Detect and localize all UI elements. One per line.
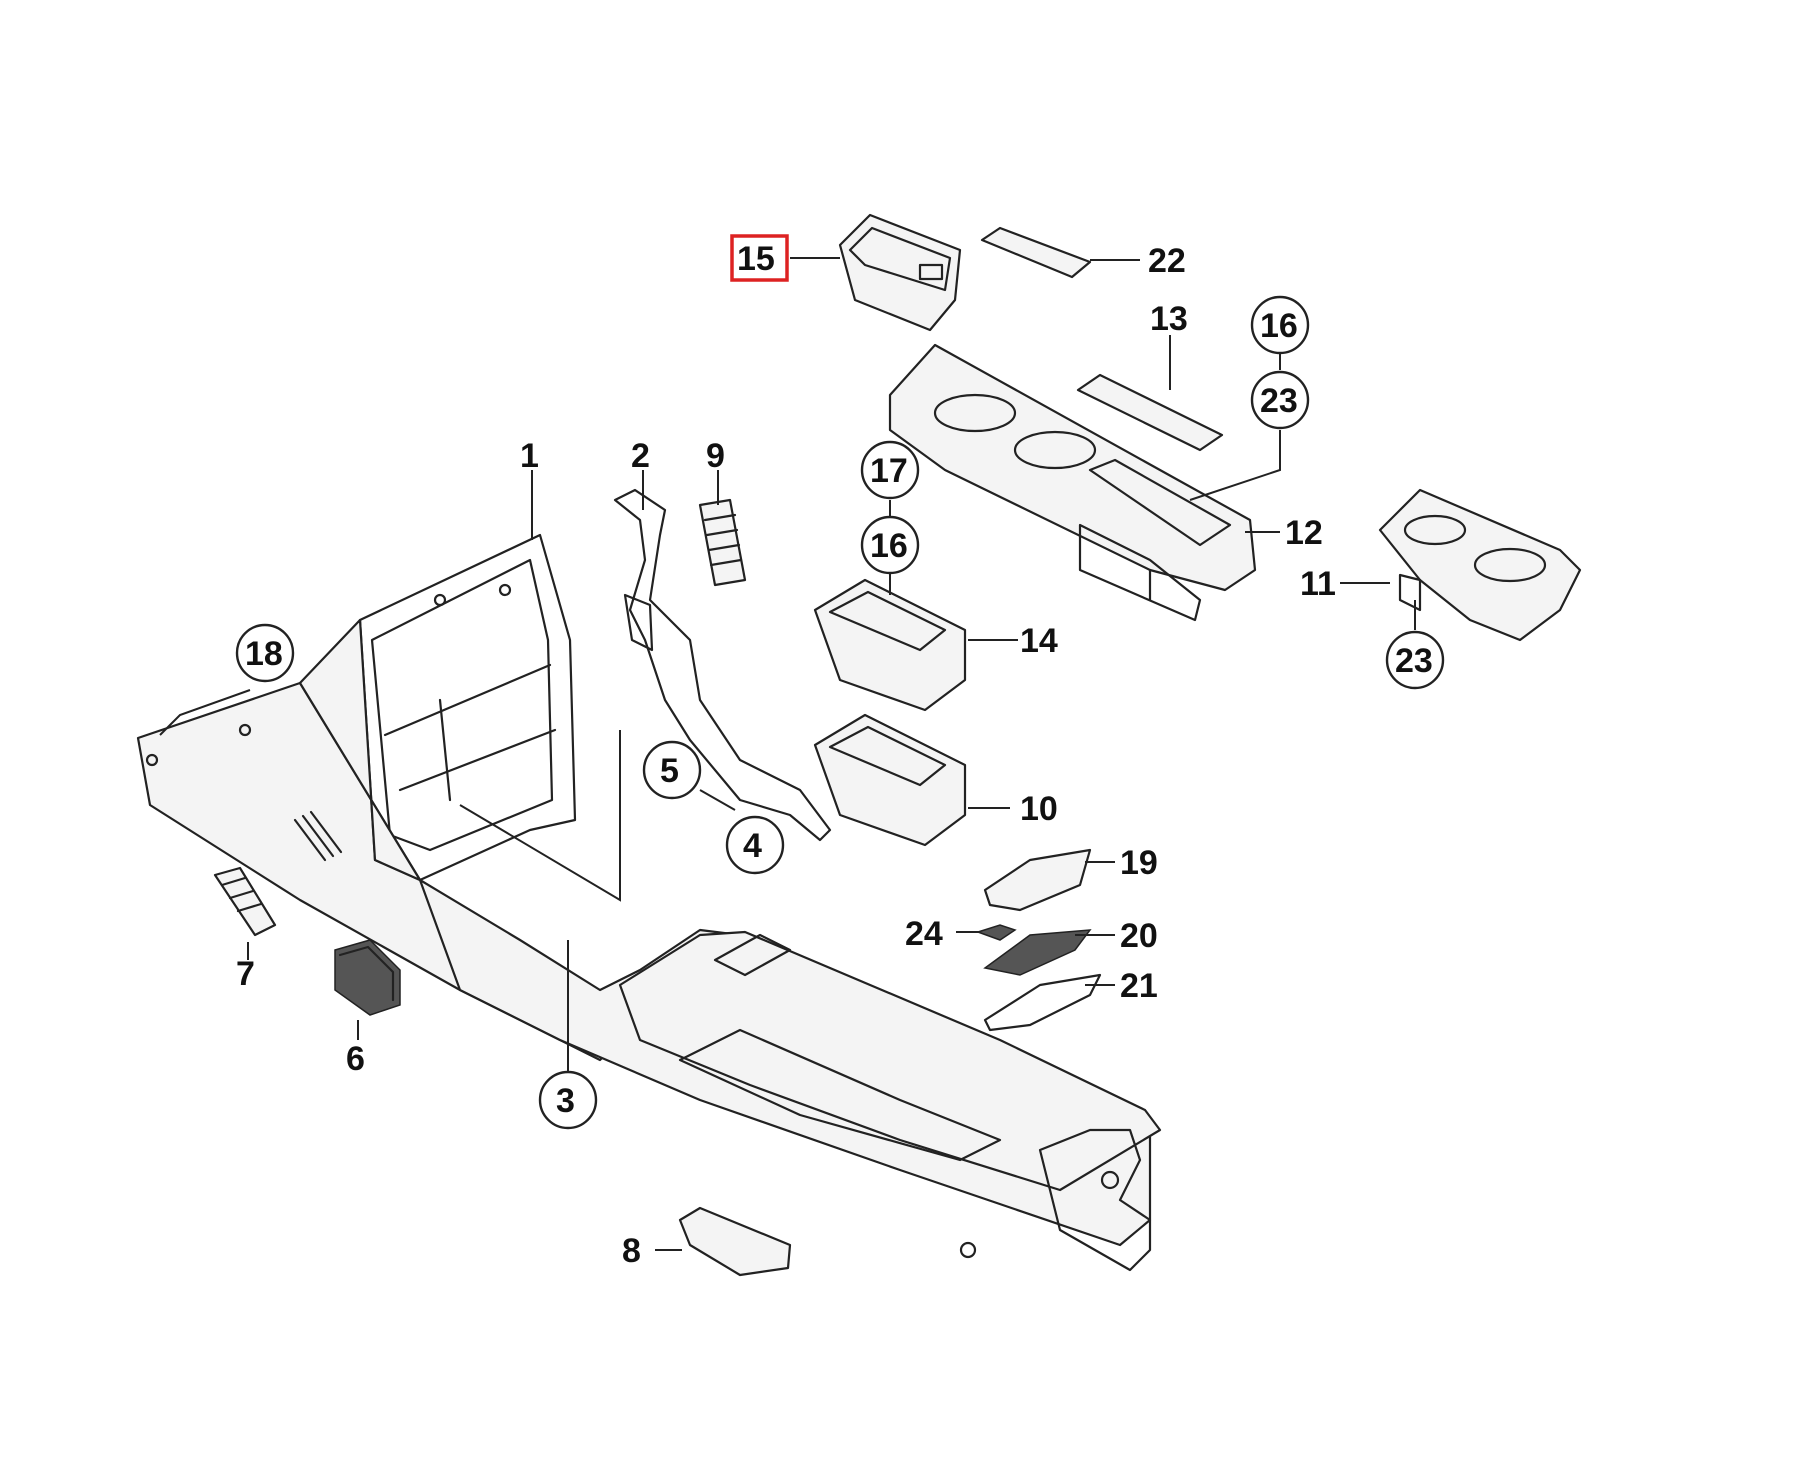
- label-9: 9: [706, 437, 725, 475]
- label-5: 5: [660, 752, 679, 790]
- part-11-cup-holder[interactable]: [1378, 488, 1582, 642]
- label-24: 24: [905, 915, 943, 953]
- console-body[interactable]: [298, 618, 1162, 1272]
- label-18-circle: [235, 623, 295, 683]
- label-4-circle: [725, 815, 785, 875]
- label-13: 13: [1150, 300, 1188, 338]
- label-7: 7: [236, 955, 255, 993]
- part-7-grille[interactable]: [213, 866, 277, 937]
- part-21-trim[interactable]: [983, 973, 1102, 1032]
- label-18: 18: [245, 635, 283, 673]
- part-10-tray[interactable]: [813, 713, 967, 847]
- label-4: 4: [743, 827, 762, 865]
- part-1-frame[interactable]: [358, 533, 577, 882]
- label-6: 6: [346, 1040, 365, 1078]
- label-23a: 23: [1260, 382, 1298, 420]
- label-16a-circle: [860, 515, 920, 575]
- label-10: 10: [1020, 790, 1058, 828]
- label-16a: 16: [870, 527, 908, 565]
- label-16b-circle: [1250, 295, 1310, 355]
- part-9-grille[interactable]: [698, 498, 747, 587]
- part-2-bracket[interactable]: [613, 488, 832, 842]
- label-3: 3: [556, 1082, 575, 1120]
- leader-lines: [159, 257, 1416, 1251]
- part-12-cup-console[interactable]: [888, 343, 1257, 622]
- label-20: 20: [1120, 917, 1158, 955]
- part-22-pad[interactable]: [980, 226, 1092, 279]
- label-23a-circle: [1250, 370, 1310, 430]
- label-14: 14: [1020, 622, 1058, 660]
- label-5-circle: [642, 740, 702, 800]
- label-2: 2: [631, 437, 650, 475]
- label-17: 17: [870, 452, 908, 490]
- label-3-circle: [538, 1070, 598, 1130]
- label-15: 15: [737, 240, 775, 278]
- part-24-button[interactable]: [975, 924, 1017, 941]
- part-8-cover[interactable]: [678, 1206, 792, 1277]
- label-22: 22: [1148, 242, 1186, 280]
- label-15-highlight: [730, 234, 789, 282]
- label-17-circle: [860, 440, 920, 500]
- part-14-tray[interactable]: [813, 578, 967, 712]
- label-16b: 16: [1260, 307, 1298, 345]
- part-19-switch-panel[interactable]: [983, 848, 1092, 912]
- callout-labels: 1 2 9 3 5 4 7 6 8 10 11 12 13 14 15 17 1…: [235, 234, 1445, 1270]
- label-12: 12: [1285, 514, 1323, 552]
- part-6-switch[interactable]: [334, 939, 401, 1016]
- part-20-switch[interactable]: [983, 929, 1092, 976]
- label-8: 8: [622, 1232, 641, 1270]
- label-11: 11: [1300, 565, 1336, 603]
- label-23b: 23: [1395, 642, 1433, 680]
- label-23b-circle: [1385, 630, 1445, 690]
- label-1: 1: [520, 437, 539, 475]
- label-19: 19: [1120, 844, 1158, 882]
- label-21: 21: [1120, 967, 1158, 1005]
- part-13-pad[interactable]: [1076, 373, 1224, 452]
- part-15-tray[interactable]: [838, 213, 962, 332]
